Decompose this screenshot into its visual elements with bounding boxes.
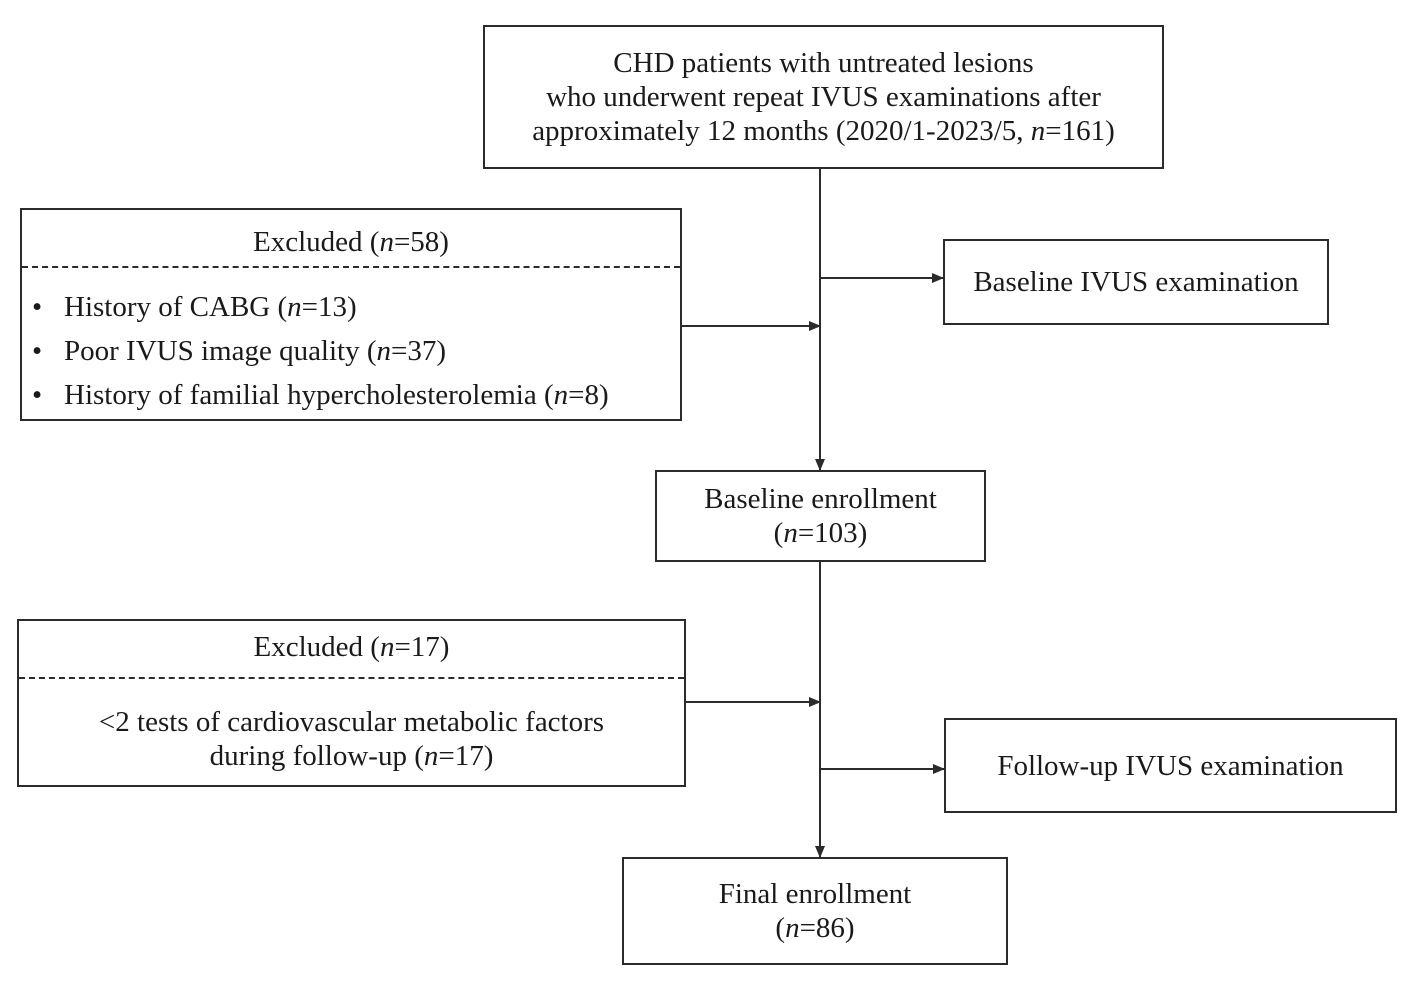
exclusion-1-reason: •Poor IVUS image quality (n=37) <box>32 335 447 367</box>
exclusion-2-reason-line-2: during follow-up (n=17) <box>209 740 494 772</box>
exclusion-1-reason: •History of CABG (n=13) <box>32 291 357 323</box>
exclusion-2-reason-line-1: <2 tests of cardiovascular metabolic fac… <box>98 706 605 738</box>
source-population-box: CHD patients with untreated lesions who … <box>483 25 1164 169</box>
final-enrollment-label: Final enrollment <box>718 878 912 910</box>
source-line-3: approximately 12 months (2020/1-2023/5, … <box>532 115 1115 147</box>
exclusion-1-title: Excluded (n=58) <box>253 226 449 258</box>
exclusion-1-reason: •History of familial hypercholesterolemi… <box>32 379 609 411</box>
exclusion-box-2: Excluded (n=17) <2 tests of cardiovascul… <box>17 619 686 787</box>
baseline-ivus-label: Baseline IVUS examination <box>973 266 1299 298</box>
final-enrollment-count: (n=86) <box>775 912 855 944</box>
exclusion-2-reason: <2 tests of cardiovascular metabolic fac… <box>19 705 684 773</box>
baseline-enrollment-count: (n=103) <box>773 517 868 549</box>
baseline-enrollment-box: Baseline enrollment (n=103) <box>655 470 986 562</box>
exclusion-box-1: Excluded (n=58) •History of CABG (n=13) … <box>20 208 682 421</box>
source-line-2: who underwent repeat IVUS examinations a… <box>546 81 1101 113</box>
exclusion-2-title: Excluded (n=17) <box>253 631 450 663</box>
followup-ivus-box: Follow-up IVUS examination <box>944 718 1397 813</box>
final-enrollment-box: Final enrollment (n=86) <box>622 857 1008 965</box>
followup-ivus-label: Follow-up IVUS examination <box>997 749 1344 782</box>
source-line-1: CHD patients with untreated lesions <box>613 47 1034 79</box>
baseline-enrollment-label: Baseline enrollment <box>704 483 937 515</box>
exclusion-1-divider <box>22 266 680 268</box>
baseline-ivus-box: Baseline IVUS examination <box>943 239 1329 325</box>
exclusion-2-divider <box>19 677 684 679</box>
exclusion-1-reasons: •History of CABG (n=13) •Poor IVUS image… <box>32 285 609 417</box>
